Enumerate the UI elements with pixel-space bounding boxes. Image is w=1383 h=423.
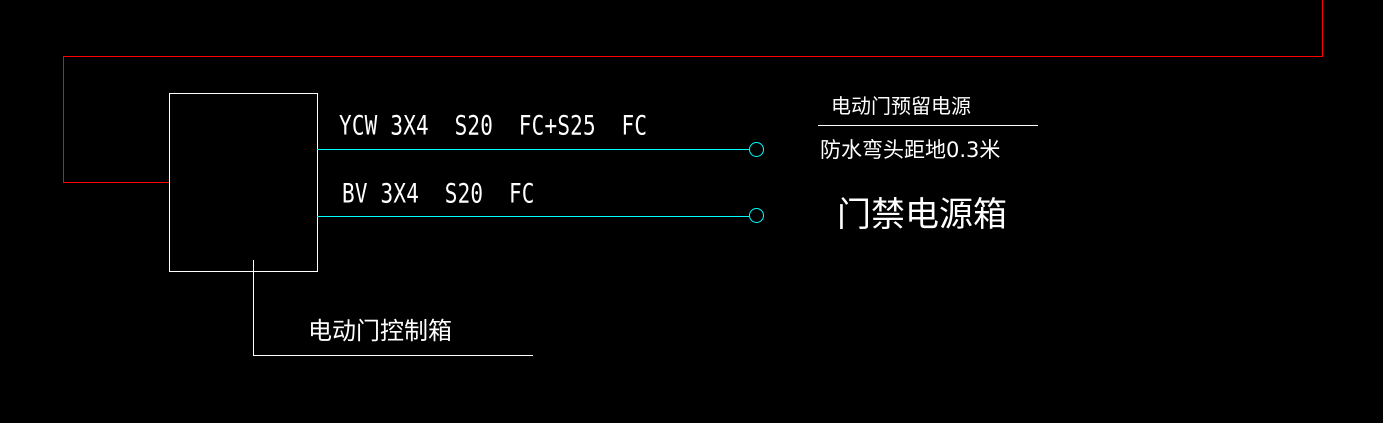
feed-wire-left-drop [63,56,64,183]
reserved-power-underline [818,125,1038,126]
wire2-spec-label: BV 3X4 S20 FC [342,178,535,209]
door-control-box-label: 电动门控制箱 [308,317,452,345]
wire2-run [317,216,749,217]
reserved-power-title-label: 电动门预留电源 [831,94,971,118]
waterproof-elbow-note-label: 防水弯头距地0.3米 [820,138,1001,162]
feed-wire-right-riser [1322,0,1323,57]
wire1-run [317,149,749,150]
feed-wire-top-run [63,56,1323,57]
control-box-leader-vertical [253,260,254,356]
wire2-terminal-circle [749,208,764,223]
feed-wire-box-stub [63,182,170,183]
wire1-spec-label: YCW 3X4 S20 FC+S25 FC [339,110,648,141]
wire1-terminal-circle [749,142,764,157]
door-control-box-outline [169,93,318,272]
control-box-leader-horizontal [253,355,533,356]
access-power-box-label: 门禁电源箱 [837,195,1007,235]
